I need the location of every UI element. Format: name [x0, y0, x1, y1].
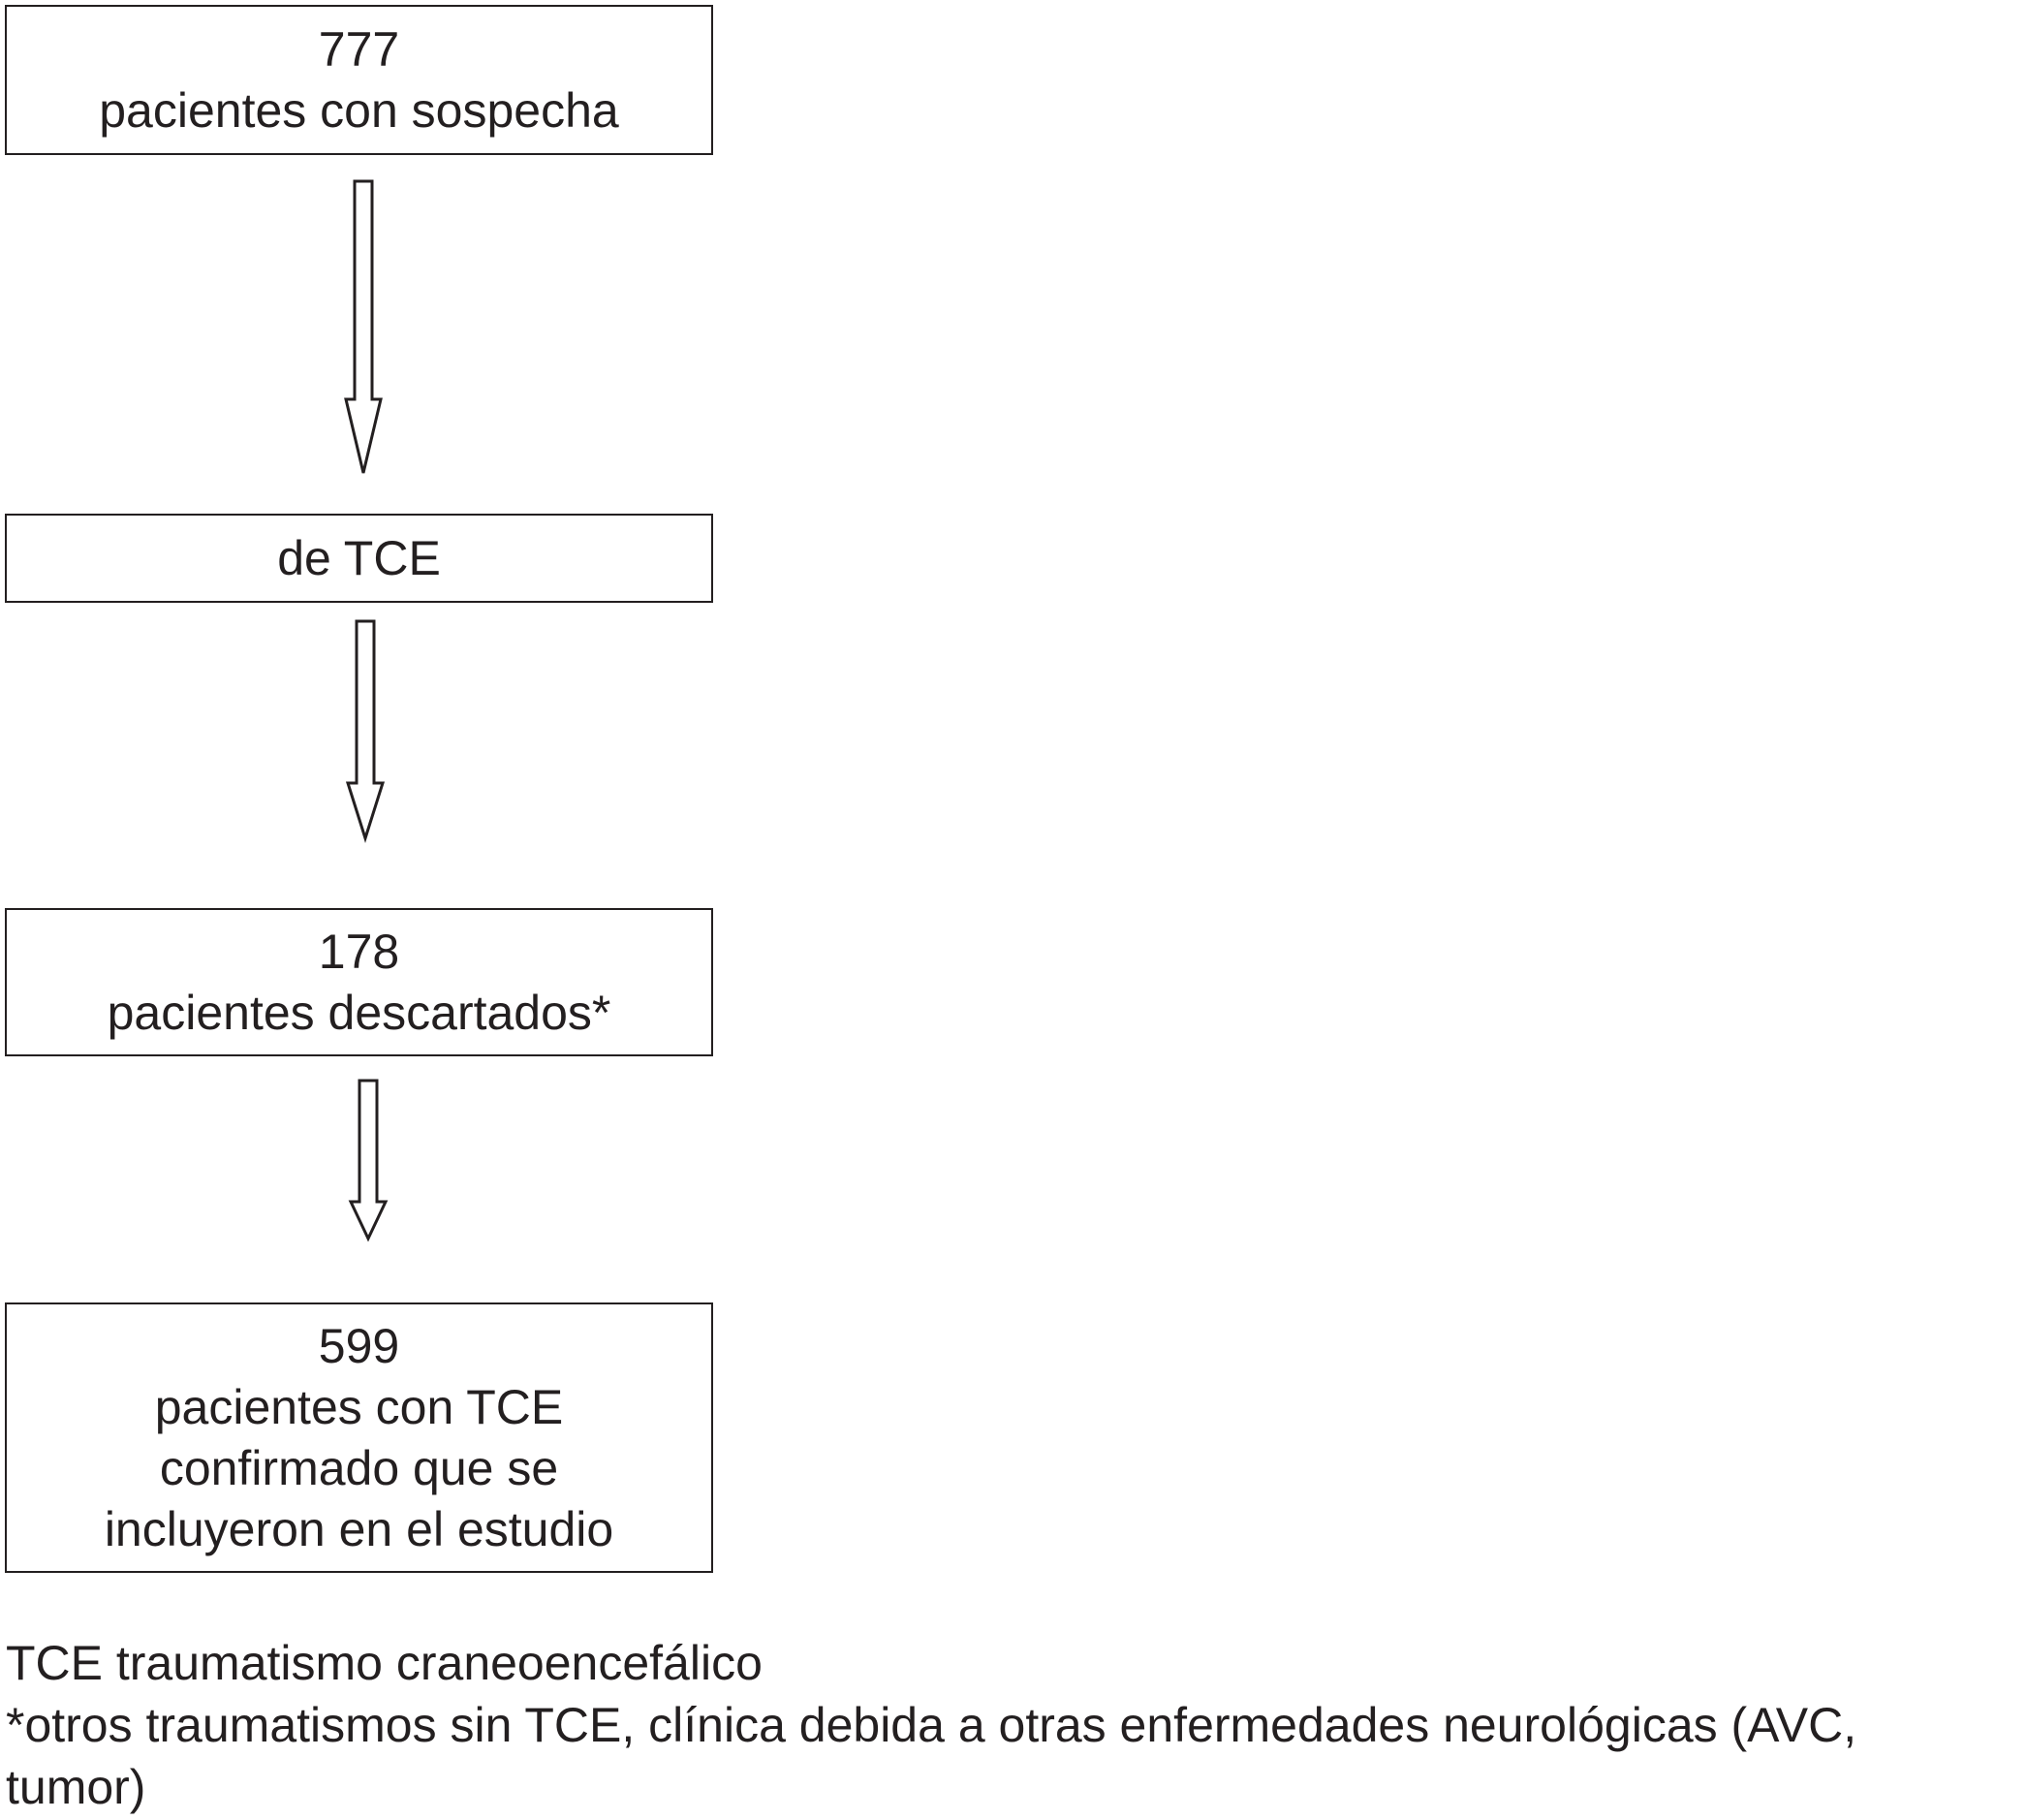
discarded-label: pacientes descartados*: [107, 985, 611, 1040]
flow-box-tce: de TCE: [5, 514, 713, 603]
included-label-line1: pacientes con TCE: [154, 1379, 564, 1434]
included-count: 599: [318, 1318, 400, 1373]
flow-box-included: 599 pacientes con TCE confirmado que se …: [5, 1302, 713, 1573]
down-arrow-icon: [344, 179, 383, 474]
suspected-count: 777: [318, 21, 400, 77]
flow-box-discarded: 178 pacientes descartados*: [5, 908, 713, 1056]
discarded-count: 178: [318, 924, 400, 979]
included-label-line3: incluyeron en el estudio: [104, 1501, 614, 1556]
footnote-asterisk-line2: tumor): [6, 1760, 146, 1814]
tce-label: de TCE: [277, 530, 441, 585]
suspected-label: pacientes con sospecha: [99, 82, 619, 138]
down-arrow-icon: [348, 1079, 389, 1242]
footnote-asterisk-line1: *otros traumatismos sin TCE, clínica deb…: [6, 1698, 1857, 1752]
included-label-line2: confirmado que se: [159, 1440, 559, 1495]
footnotes: TCE traumatismo craneoencefálico *otros …: [6, 1632, 1856, 1818]
down-arrow-icon: [345, 619, 386, 843]
flow-box-suspected: 777 pacientes con sospecha: [5, 5, 713, 155]
footnote-abbreviation: TCE traumatismo craneoencefálico: [6, 1636, 763, 1690]
